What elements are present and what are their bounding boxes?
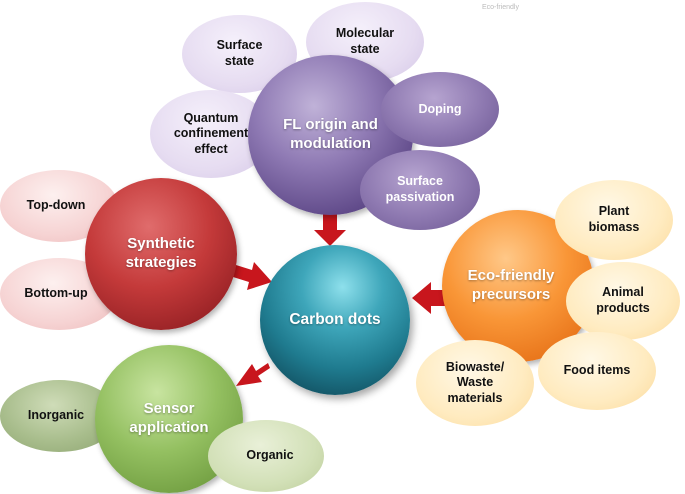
node-label: Carbon dots [289,311,381,329]
arrow-fl-to-center [314,212,346,246]
node-carbon-dots: Carbon dots [260,245,410,395]
petal-label: Food items [563,363,631,378]
petal-label: Molecular state [335,26,395,56]
petal-label: Surface passivation [385,174,455,204]
petal-biowaste: Biowaste/ Waste materials [416,340,534,426]
petal-label: Inorganic [27,408,85,423]
arrow-eco-to-center [412,282,446,314]
arrow-synthetic-to-center [233,262,272,290]
petal-animal-products: Animal products [566,262,680,340]
node-label: Synthetic strategies [125,235,197,271]
petal-surface-state: Surface state [182,15,297,93]
petal-label: Quantum confinement effect [173,110,249,156]
node-synthetic-strategies: Synthetic strategies [85,178,237,330]
watermark-text: Eco-friendly [482,4,519,11]
petal-plant-biomass: Plant biomass [555,180,673,260]
node-fl-origin: FL origin and modulation [248,55,413,215]
petal-label: Top-down [26,198,86,213]
node-label: Eco-friendly precursors [467,267,555,303]
arrow-center-to-sensor [236,363,270,386]
petal-label: Animal products [596,285,650,315]
petal-doping: Doping [381,72,499,147]
petal-label: Plant biomass [588,204,640,234]
node-label: Sensor application [129,400,209,436]
node-label: FL origin and modulation [283,116,378,152]
petal-food-items: Food items [538,332,656,410]
petal-label: Organic [246,448,294,463]
petal-label: Doping [418,101,462,116]
petal-label: Surface state [216,38,263,68]
petal-organic: Organic [208,420,324,492]
petal-label: Biowaste/ Waste materials [445,359,505,405]
petal-surface-passivation: Surface passivation [360,150,480,230]
petal-label: Bottom-up [24,286,88,301]
